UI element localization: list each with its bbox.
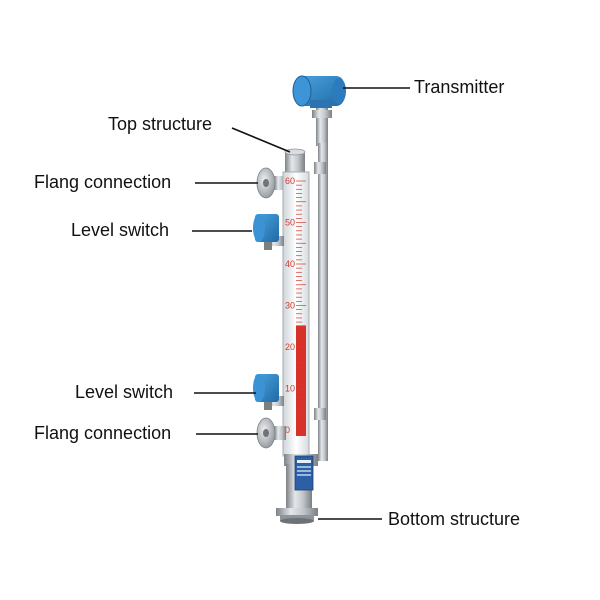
scale-label: 10 [285, 384, 295, 394]
label-level-switch-top: Level switch [71, 220, 170, 240]
leader-lines [192, 87, 410, 520]
transmitter-stem [312, 104, 332, 461]
level-indicator-bar [296, 325, 306, 436]
scale-label: 0 [285, 425, 290, 435]
label-flange-top: Flang connection [34, 172, 172, 192]
top-structure [284, 148, 306, 174]
lower-level-switch [253, 374, 284, 410]
scale-label: 20 [285, 342, 295, 352]
bottom-structure [276, 508, 318, 524]
label-level-switch-bottom: Level switch [75, 382, 174, 402]
label-bottom-structure: Bottom structure [388, 509, 521, 529]
upper-level-switch [253, 214, 284, 250]
bottom-flange [256, 417, 286, 449]
scale-tube: 60 50 40 30 20 10 0 [282, 171, 310, 457]
leader-top-structure [231, 127, 291, 153]
scale-label: 60 [285, 176, 295, 186]
scale-label: 50 [285, 218, 295, 228]
label-top-structure: Top structure [108, 114, 213, 134]
nameplate [294, 455, 314, 491]
scale-label: 40 [285, 259, 295, 269]
top-flange [256, 167, 286, 199]
scale-label: 30 [285, 301, 295, 311]
label-transmitter: Transmitter [414, 77, 505, 97]
label-flange-bottom: Flang connection [34, 423, 172, 443]
scale-ticks: 60 50 40 30 20 10 0 [285, 176, 306, 435]
transmitter-head [292, 75, 346, 108]
lower-body [284, 454, 318, 510]
